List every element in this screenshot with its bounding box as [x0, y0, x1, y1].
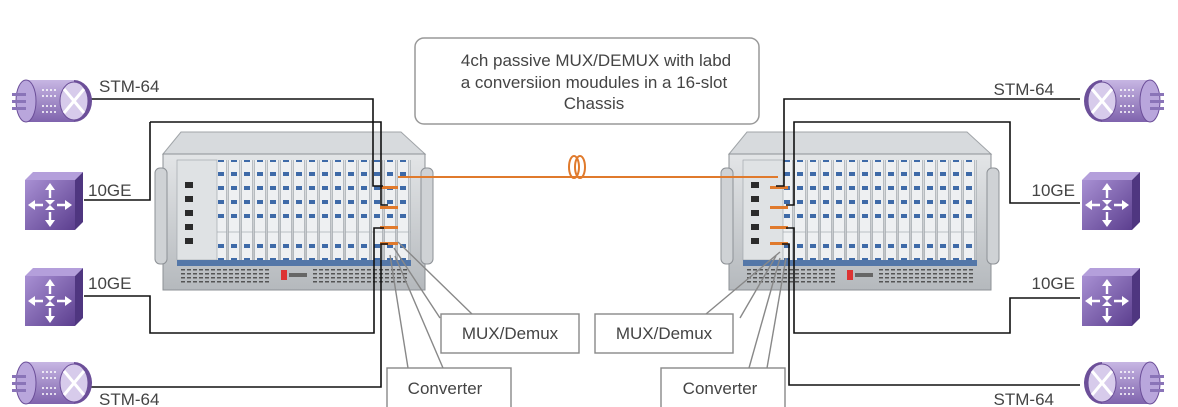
- left-mux-callout: [440, 313, 580, 354]
- title-line-2: a conversiion moudules in a 16-slot: [461, 73, 728, 92]
- right-converter-label: Converter: [683, 379, 758, 398]
- left-top-router-icon: [10, 78, 94, 124]
- left-top-switch-label: 10GE: [88, 181, 131, 200]
- right-mux-label: MUX/Demux: [616, 324, 713, 343]
- right-converter-callout: [660, 367, 786, 407]
- fiber-coil-icon: [568, 155, 586, 179]
- left-bottom-router-icon: [10, 360, 94, 406]
- left-top-router-label: STM-64: [99, 77, 159, 96]
- title-line-3: Chassis: [564, 94, 624, 113]
- right-top-router-icon: [1082, 78, 1166, 124]
- right-bottom-router-icon: [1082, 360, 1166, 406]
- right-converter-pointer: [748, 257, 781, 369]
- title-box: [414, 37, 760, 125]
- right-mux-callout: [594, 313, 734, 354]
- right-mux-pointer: [705, 251, 781, 315]
- title-line-1: 4ch passive MUX/DEMUX with labd: [461, 51, 731, 70]
- left-mux-label: MUX/Demux: [462, 324, 559, 343]
- right-top-switch-label: 10GE: [1032, 181, 1075, 200]
- right-bottom-switch-label: 10GE: [1032, 274, 1075, 293]
- right-top-switch-icon: [1080, 170, 1142, 232]
- left-converter-label: Converter: [408, 379, 483, 398]
- right-top-router-label: STM-64: [994, 80, 1054, 99]
- left-bottom-switch-icon: [23, 266, 85, 328]
- right-bottom-switch-icon: [1080, 266, 1142, 328]
- left-converter-pointer: [389, 254, 409, 369]
- left-converter-callout: [386, 367, 512, 407]
- right-bottom-router-label: STM-64: [994, 390, 1054, 407]
- left-bottom-router-label: STM-64: [99, 390, 159, 407]
- left-bottom-switch-label: 10GE: [88, 274, 131, 293]
- left-connections: [84, 98, 388, 388]
- left-top-switch-icon: [23, 170, 85, 232]
- right-connections: [776, 98, 1080, 386]
